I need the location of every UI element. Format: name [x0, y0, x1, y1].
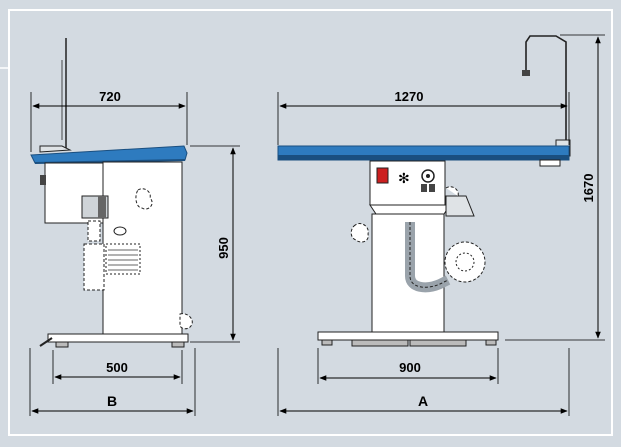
front-pedal-left	[351, 339, 409, 347]
front-dial-center	[426, 174, 430, 178]
front-hose-outline	[409, 222, 449, 288]
side-table-top	[30, 145, 188, 164]
side-iron-rest	[39, 145, 72, 153]
dim-label-900: 900	[399, 360, 421, 375]
snowflake-icon: ✻	[398, 170, 410, 186]
front-foot-right	[485, 339, 497, 346]
side-hose	[83, 243, 105, 291]
front-table-edge	[278, 155, 569, 160]
side-pedal-lever	[39, 337, 53, 347]
dim-label-950: 950	[216, 237, 231, 259]
dim-label-500: 500	[106, 360, 128, 375]
side-switch	[40, 175, 46, 185]
front-pedal-right	[409, 339, 467, 347]
dim-label-1270: 1270	[395, 89, 424, 104]
side-duct	[87, 220, 101, 242]
front-iron-hook	[522, 70, 530, 76]
front-base	[317, 331, 499, 341]
front-indicator-1	[421, 184, 427, 192]
side-knob	[113, 226, 127, 236]
side-fan-grille-lines	[108, 249, 138, 271]
front-arm-rest	[539, 159, 561, 167]
side-foot-right	[171, 341, 185, 348]
side-steam-valve	[135, 188, 153, 210]
front-iron-stand	[525, 35, 567, 150]
side-view	[30, 38, 193, 348]
front-fan-hub	[455, 252, 475, 272]
side-base	[47, 333, 189, 343]
front-tray	[369, 204, 451, 215]
front-indicator-2	[429, 184, 435, 192]
dim-label-720: 720	[99, 89, 121, 104]
front-foot-left	[321, 339, 333, 346]
dim-label-a: A	[418, 393, 428, 409]
side-pedal	[179, 313, 193, 330]
front-holder-hint	[445, 186, 459, 197]
side-fan-grille	[105, 243, 141, 275]
front-iron-holder	[445, 195, 475, 217]
front-view: ✻	[277, 35, 571, 347]
side-foot-left	[55, 341, 69, 348]
dim-label-1670: 1670	[581, 174, 596, 203]
front-valve-left	[350, 223, 369, 243]
dim-label-b: B	[107, 393, 117, 409]
side-vacuum-shade	[98, 196, 106, 218]
front-power-switch	[376, 167, 389, 184]
frame-border	[8, 9, 613, 436]
dimension-lines: 720 950 500 B 1270 1670 900	[29, 34, 605, 416]
